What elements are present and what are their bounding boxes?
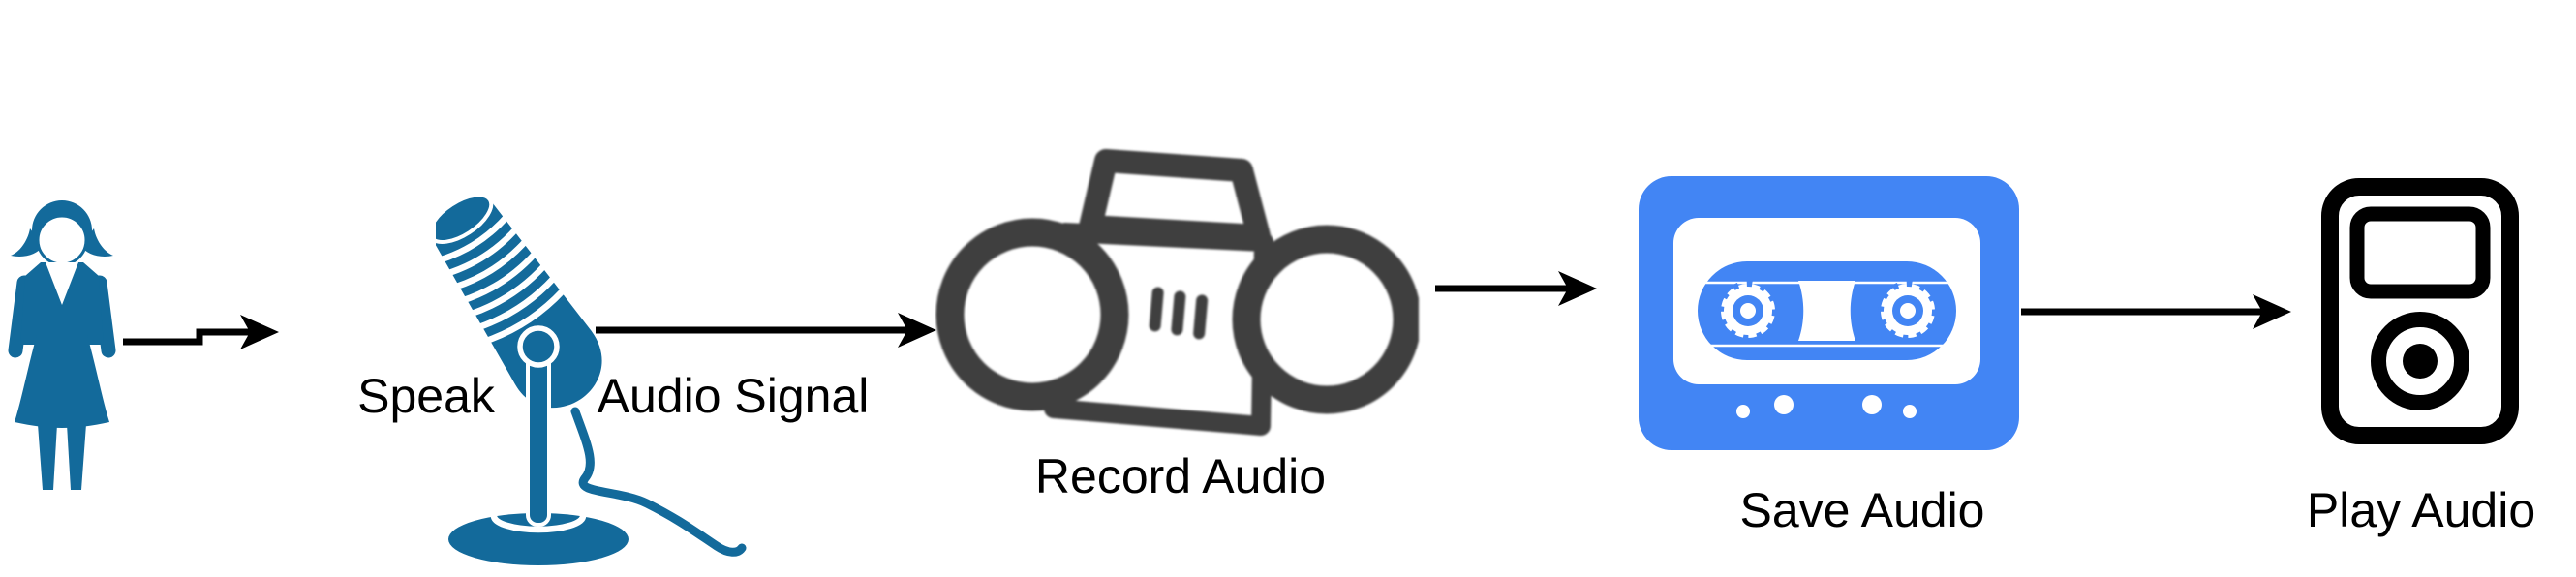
arrow-person-to-microphone	[123, 315, 279, 349]
audio-signal-label: Audio Signal	[597, 369, 870, 423]
boombox-speaker-right	[1232, 225, 1419, 414]
speak-label: Speak	[357, 369, 495, 423]
save-audio-label: Save Audio	[1739, 483, 1985, 537]
microphone-cable	[570, 407, 747, 557]
boombox-buttons	[1149, 287, 1209, 340]
microphone-icon	[436, 194, 747, 565]
cassette-screw	[1862, 395, 1882, 414]
cassette-reel-right	[1878, 281, 1938, 341]
arrow-cassette-to-player	[2021, 294, 2291, 329]
microphone-base	[448, 513, 629, 565]
cassette-screw	[1774, 395, 1794, 414]
cassette-screw	[1736, 405, 1750, 418]
boombox-speaker-left	[935, 218, 1129, 411]
cassette-tape-icon	[1639, 176, 2019, 450]
cassette-screw	[1903, 405, 1917, 418]
media-player-icon	[2321, 178, 2519, 444]
record-audio-label: Record Audio	[1034, 449, 1327, 503]
boombox-recorder-icon	[935, 149, 1419, 436]
cassette-reel-left	[1718, 281, 1778, 341]
cassette-tape-window	[1798, 281, 1855, 341]
woman-person-icon	[8, 200, 116, 490]
arrow-recorder-to-cassette	[1435, 271, 1597, 306]
player-screen	[2349, 206, 2491, 299]
woman-silhouette	[8, 200, 116, 490]
microphone-pivot	[517, 325, 560, 368]
arrow-microphone-to-recorder	[596, 313, 936, 348]
microphone-head	[436, 194, 602, 409]
player-wheel-button	[2403, 344, 2438, 379]
play-audio-label: Play Audio	[2306, 483, 2536, 537]
